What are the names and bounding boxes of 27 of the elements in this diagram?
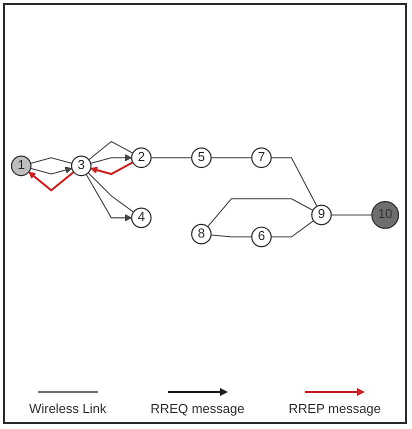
node-circle: 6 xyxy=(251,226,272,248)
connector xyxy=(88,172,134,212)
arrow xyxy=(30,166,72,174)
arrow xyxy=(28,171,74,192)
connector xyxy=(271,157,318,207)
legend-label: RREQ message xyxy=(150,401,244,416)
node-circle: 3 xyxy=(70,155,92,176)
arrow xyxy=(90,154,132,164)
connector xyxy=(331,214,372,216)
connector xyxy=(30,157,72,164)
node-circle: 10 xyxy=(371,200,400,229)
connector xyxy=(207,198,314,227)
node-circle: 8 xyxy=(191,224,212,244)
connector xyxy=(211,157,252,158)
connector xyxy=(151,157,192,158)
legend-label: Wireless Link xyxy=(29,401,106,416)
connector xyxy=(211,234,252,238)
node-circle: 4 xyxy=(131,207,152,228)
node-circle: 7 xyxy=(251,147,272,168)
arrow xyxy=(86,174,132,222)
arrow xyxy=(90,161,134,176)
node-circle: 1 xyxy=(10,155,32,176)
node-circle: 5 xyxy=(191,147,212,168)
connector xyxy=(271,220,314,238)
node-circle: 9 xyxy=(311,204,332,226)
legend-label: RREP message xyxy=(288,401,381,416)
node-circle: 2 xyxy=(131,147,152,168)
